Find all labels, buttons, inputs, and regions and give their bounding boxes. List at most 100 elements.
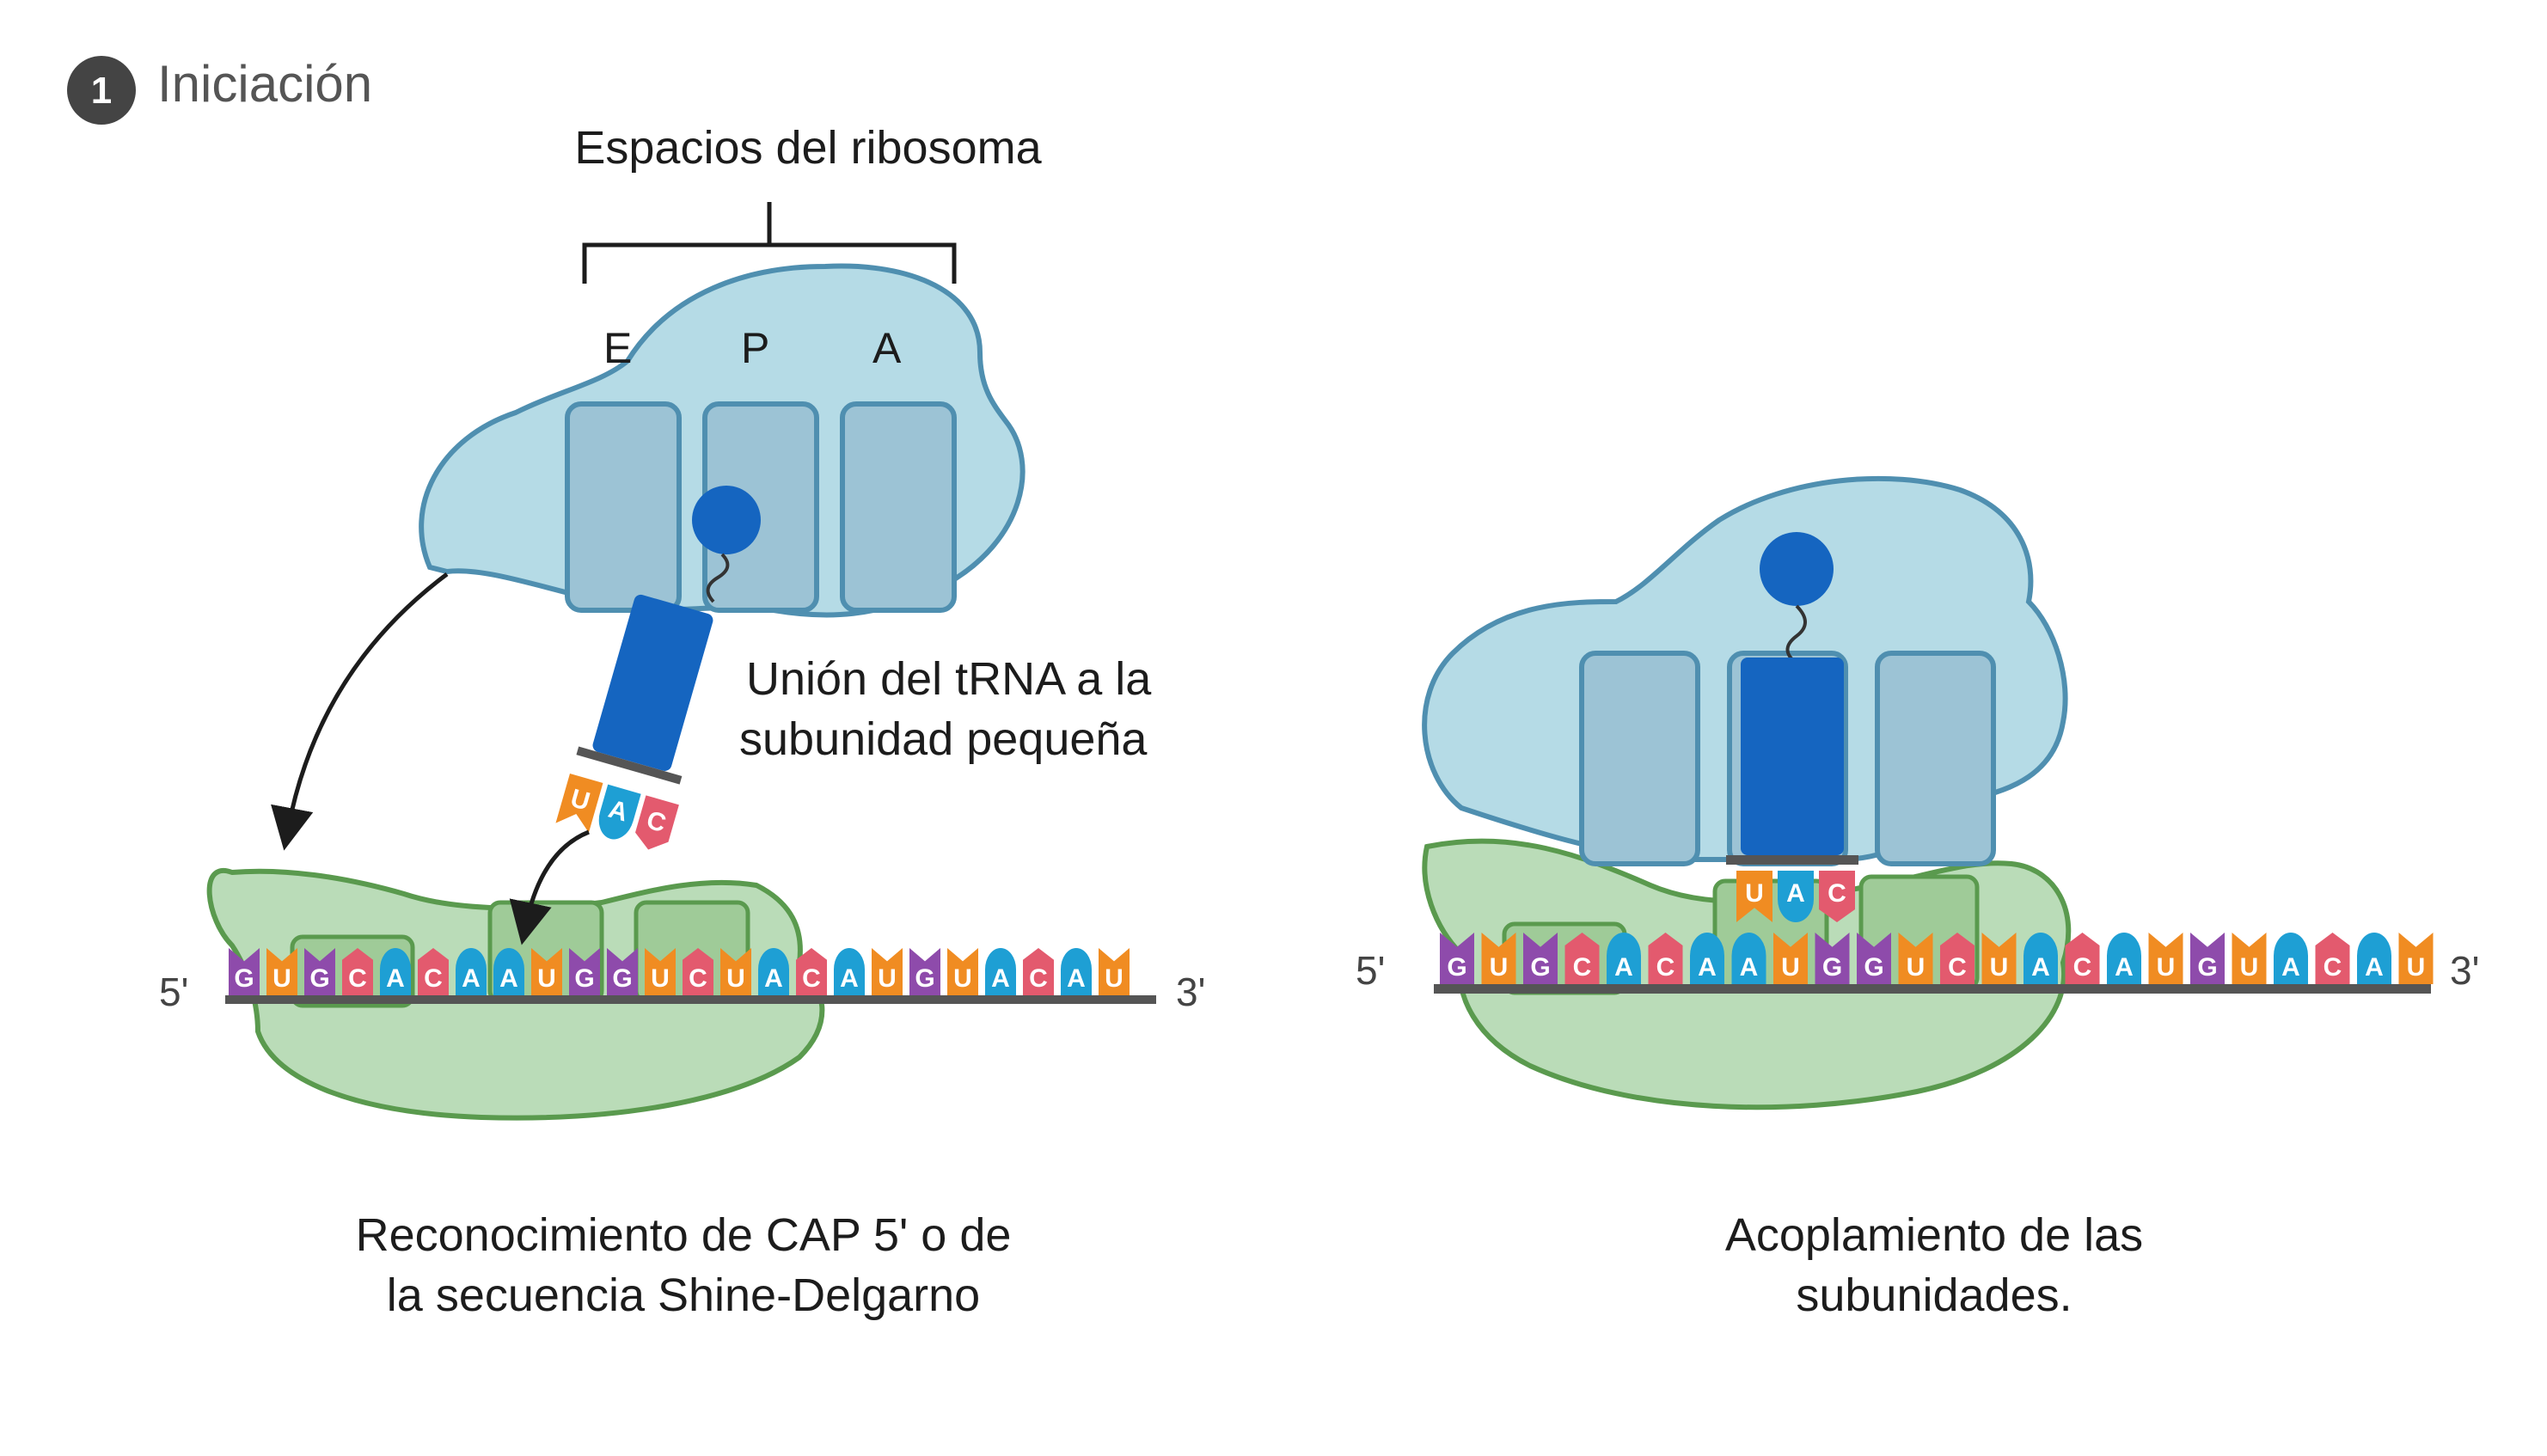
- nucleotide-letter: U: [1781, 953, 1800, 982]
- right-nucleotide-3: G: [1523, 933, 1558, 984]
- nucleotide-letter: A: [1614, 953, 1633, 982]
- left-nucleotide-10: G: [569, 948, 600, 995]
- right-nucleotide-6: C: [1648, 933, 1683, 984]
- nucleotide-shape: [1940, 933, 1975, 984]
- right-anticodon-3: [1819, 871, 1855, 922]
- nucleotide-letter: U: [953, 964, 972, 993]
- right-nucleotide-24: U: [2398, 933, 2434, 984]
- nucleotide-shape: [985, 948, 1016, 995]
- nucleotide-shape: [418, 948, 449, 995]
- nucleotide-letter: A: [2031, 953, 2050, 982]
- nucleotide-letter: G: [309, 964, 329, 993]
- nucleotide-shape: [1481, 933, 1516, 984]
- amino-acid: [692, 486, 761, 554]
- left-nucleotide-19: G: [909, 948, 940, 995]
- left-nucleotide-15: A: [758, 948, 789, 995]
- right-nucleotide-20: U: [2232, 933, 2267, 984]
- nucleotide-shape: [569, 948, 600, 995]
- nucleotide-shape: [266, 948, 297, 995]
- left-nucleotide-20: U: [947, 948, 978, 995]
- nucleotide-letter: G: [2197, 953, 2217, 982]
- step-number-badge: [67, 56, 136, 125]
- slot-e: [1579, 651, 1700, 866]
- nucleotide-letter: A: [386, 964, 405, 993]
- nucleotide-letter: G: [915, 964, 934, 993]
- right-nucleotide-23: A: [2357, 933, 2391, 984]
- right-nucleotide-16: C: [2065, 933, 2100, 984]
- slot-label-a: A: [872, 324, 902, 372]
- nucleotide-shape: [2024, 933, 2058, 984]
- left-nucleotide-4: C: [342, 948, 373, 995]
- left-nucleotide-12: U: [645, 948, 676, 995]
- right-anticodon-letter-2: A: [1786, 879, 1805, 908]
- trna-bar: [1726, 855, 1858, 865]
- nucleotide-shape: [2065, 933, 2100, 984]
- nucleotide-letter: U: [1990, 953, 2009, 982]
- nucleotide-letter: C: [1573, 953, 1592, 982]
- nucleotide-letter: U: [272, 964, 291, 993]
- step-title: Iniciación: [157, 55, 372, 113]
- nucleotide-shape: [1440, 933, 1474, 984]
- nucleotide-shape: [834, 948, 865, 995]
- nucleotide-shape: [380, 948, 411, 995]
- right-nucleotide-15: A: [2024, 933, 2058, 984]
- right-nucleotide-8: A: [1731, 933, 1766, 984]
- nucleotide-shape: [1648, 933, 1683, 984]
- nucleotide-letter: A: [1740, 953, 1759, 982]
- right-nucleotide-5: A: [1607, 933, 1641, 984]
- nucleotide-shape: [1061, 948, 1092, 995]
- nucleotide-letter: C: [2324, 953, 2342, 982]
- right-nucleotide-21: A: [2274, 933, 2308, 984]
- nucleotide-letter: G: [612, 964, 632, 993]
- slot-label-e: E: [603, 324, 632, 372]
- nucleotide-shape: [342, 948, 373, 995]
- nucleotide-letter: U: [1907, 953, 1926, 982]
- nucleotide-shape: [229, 948, 260, 995]
- nucleotide-shape: [1857, 933, 1891, 984]
- trna-binding-label-1: Unión del tRNA a la: [746, 653, 1152, 705]
- anticodon-shape: [1819, 871, 1855, 922]
- nucleotide-shape: [645, 948, 676, 995]
- nucleotide-letter: C: [1948, 953, 1967, 982]
- nucleotide-letter: C: [802, 964, 821, 993]
- trna-bar: [576, 746, 683, 785]
- nucleotide-shape: [796, 948, 827, 995]
- nucleotide-shape: [758, 948, 789, 995]
- right-anticodon-letter-1: U: [1745, 879, 1764, 908]
- right-nucleotide-2: U: [1481, 933, 1516, 984]
- left-nucleotide-7: A: [456, 948, 487, 995]
- right-nucleotide-1: G: [1440, 933, 1474, 984]
- slot-a: [840, 401, 957, 613]
- nucleotide-shape: [2357, 933, 2391, 984]
- nucleotide-letter: U: [2240, 953, 2259, 982]
- nucleotide-shape: [720, 948, 751, 995]
- arrow-to-cap: [271, 572, 449, 851]
- anticodon-shape: [635, 795, 679, 850]
- right-nucleotide-12: U: [1898, 933, 1933, 984]
- nucleotide-shape: [1523, 933, 1558, 984]
- left-nucleotide-5: A: [380, 948, 411, 995]
- nucleotide-letter: C: [424, 964, 443, 993]
- right-nucleotide-7: A: [1690, 933, 1724, 984]
- nucleotide-letter: U: [1105, 964, 1123, 993]
- step-header: 1 Iniciación: [67, 55, 372, 125]
- nucleotide-letter: G: [1530, 953, 1550, 982]
- trna-linker: [1785, 604, 1807, 664]
- nucleotide-shape: [1773, 933, 1808, 984]
- anticodon-shape: [598, 784, 641, 840]
- right-nucleotide-10: G: [1815, 933, 1850, 984]
- left-caption-line-1: Reconocimiento de CAP 5' o de: [356, 1209, 1012, 1261]
- slot-e: [565, 401, 682, 613]
- nucleotide-shape: [1690, 933, 1724, 984]
- left-nucleotide-24: U: [1099, 948, 1130, 995]
- nucleotide-letter: G: [1822, 953, 1842, 982]
- nucleotide-shape: [872, 948, 903, 995]
- nucleotide-letter: U: [2157, 953, 2176, 982]
- three-prime-label: 3': [1176, 970, 1205, 1014]
